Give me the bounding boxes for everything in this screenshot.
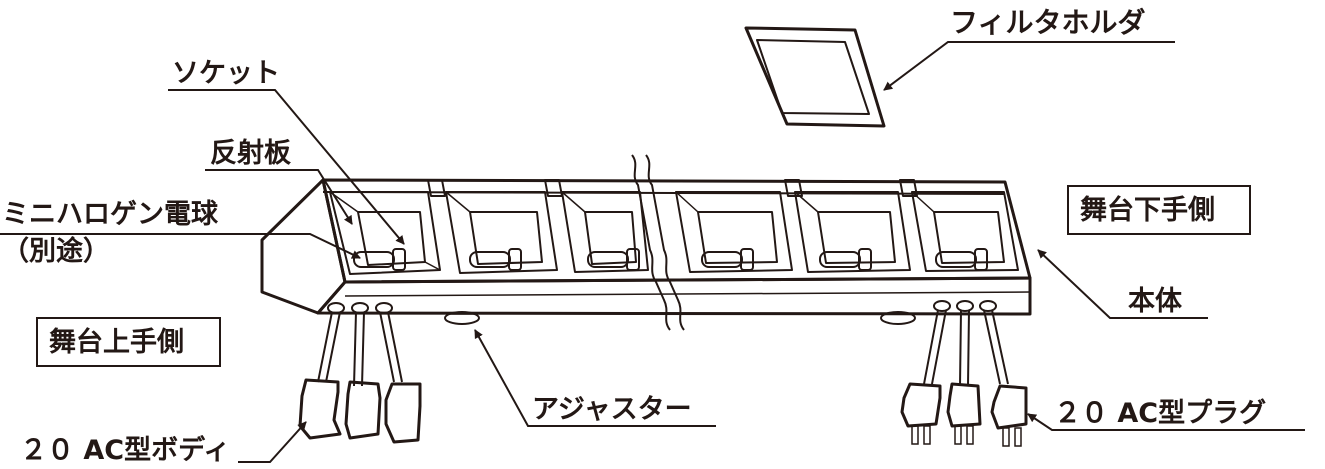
label-reflector: 反射板 (210, 138, 291, 169)
label-stage-right-side: 舞台下手側 (1080, 194, 1215, 226)
label-boxes (36, 185, 1251, 367)
label-ac-body: ２０ AC型ボディ (20, 434, 230, 465)
right-cables (900, 300, 1028, 447)
label-stage-left-side: 舞台上手側 (49, 326, 184, 358)
label-ac-plug: ２０ AC型プラグ (1054, 397, 1266, 429)
label-separate-note: （別途） (2, 235, 110, 267)
reflector-compartments (329, 191, 1019, 275)
label-halogen-bulb: ミニハロゲン電球 (2, 199, 219, 230)
main-body-drawing (260, 154, 1032, 331)
halogen-bulbs (353, 248, 988, 271)
left-cables (298, 302, 422, 444)
filter-holder-drawing (744, 26, 886, 128)
adjuster-feet (444, 311, 916, 325)
label-socket: ソケット (172, 58, 280, 89)
break-mark (631, 154, 685, 331)
label-body: 本体 (1128, 286, 1183, 317)
compartment-dividers (427, 179, 918, 197)
leader-lines (0, 41, 1305, 463)
label-adjuster: アジャスター (532, 394, 692, 425)
label-filter-holder: フィルタホルダ (950, 6, 1145, 39)
